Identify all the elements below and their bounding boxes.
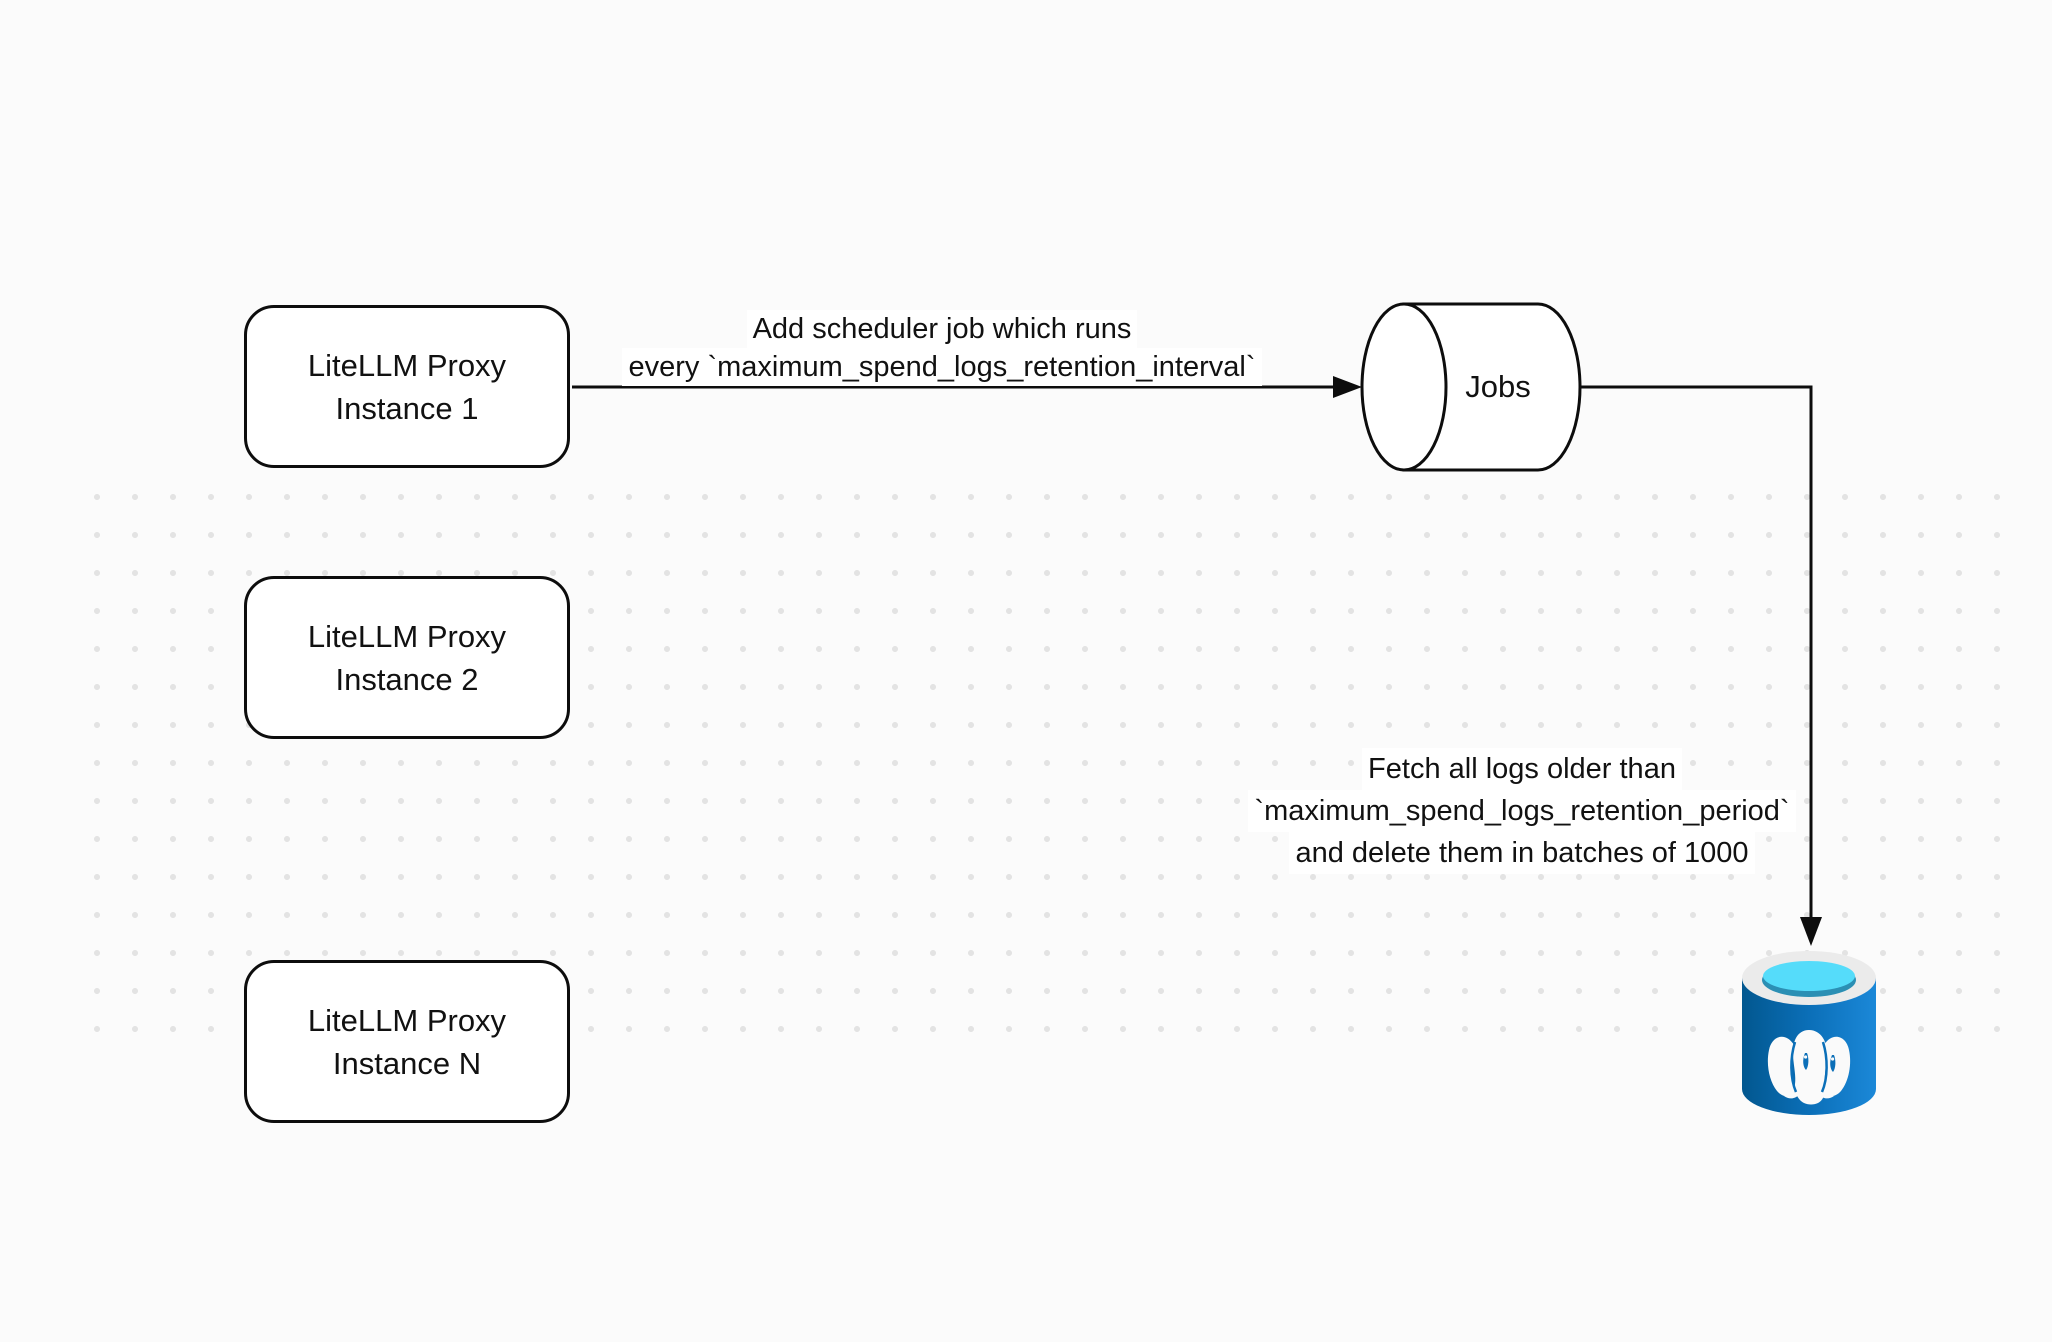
node-litellm-proxy-instance-2: LiteLLM Proxy Instance 2 <box>244 576 570 739</box>
jobs-cylinder-shape <box>1360 302 1582 472</box>
node-label-line1: LiteLLM Proxy <box>307 618 507 654</box>
node-label-line2: Instance 2 <box>335 661 479 697</box>
node-label-line2: Instance N <box>332 1045 482 1081</box>
edge-label-scheduler: Add scheduler job which runs every `maxi… <box>602 310 1282 386</box>
edge-label-scheduler-line1: Add scheduler job which runs <box>746 310 1138 348</box>
jobs-node-label: Jobs <box>1465 369 1531 404</box>
edge-label-fetch: Fetch all logs older than `maximum_spend… <box>1202 748 1842 874</box>
edge-scheduler-arrow <box>572 376 1362 398</box>
edge-fetch-arrow <box>1576 385 1822 946</box>
edge-label-fetch-line1: Fetch all logs older than <box>1362 748 1682 790</box>
dot-grid-background <box>78 478 2016 1048</box>
pg-elephant-icon <box>1767 1030 1851 1105</box>
pg-cylinder-inner-cyan <box>1763 961 1855 991</box>
node-label-line1: LiteLLM Proxy <box>307 1002 507 1038</box>
node-litellm-proxy-instance-n: LiteLLM Proxy Instance N <box>244 960 570 1123</box>
node-litellm-proxy-instance-1: LiteLLM Proxy Instance 1 <box>244 305 570 468</box>
arrowhead-down-icon <box>1800 917 1822 946</box>
node-label-line2: Instance 1 <box>335 390 479 426</box>
edge-label-scheduler-line2: every `maximum_spend_logs_retention_inte… <box>622 348 1262 386</box>
node-label-line1: LiteLLM Proxy <box>307 347 507 383</box>
edge-label-fetch-line2: `maximum_spend_logs_retention_period` <box>1248 790 1796 832</box>
postgresql-database-icon <box>1742 951 1876 1115</box>
arrowhead-right-icon <box>1333 376 1362 398</box>
edge-label-fetch-line3: and delete them in batches of 1000 <box>1289 832 1755 874</box>
